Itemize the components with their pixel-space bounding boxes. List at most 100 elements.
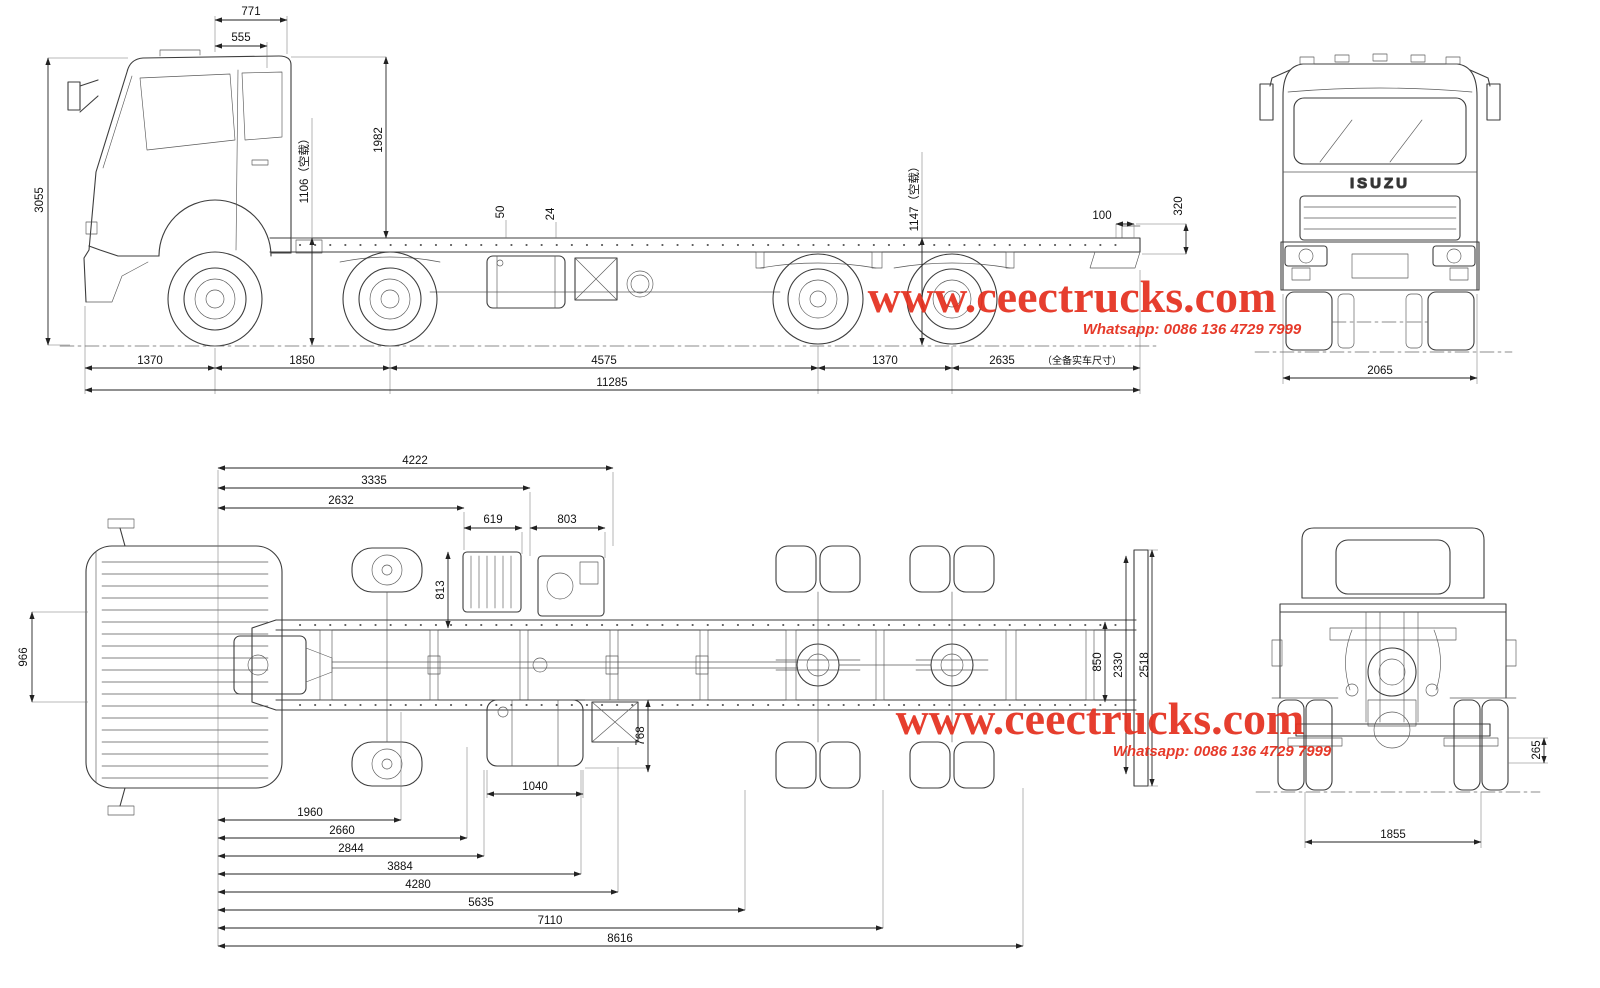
side-view-dimensions: 771 555 3055 1106（空载） 1982 50 24 1147（空载… <box>34 6 1189 394</box>
rear-view-truck <box>1255 527 1541 793</box>
dim-2518: 2518 <box>1139 652 1151 678</box>
front-view: ISUZU 2065 <box>1254 53 1513 384</box>
equipment-box <box>537 555 605 617</box>
cab-door-line <box>235 69 239 251</box>
dim-1147: 1147（空载） <box>907 161 921 232</box>
front-view-truck: ISUZU <box>1254 53 1513 353</box>
cab-side-window <box>139 73 236 151</box>
watermark-site-text: www.ceectrucks.com <box>868 271 1277 322</box>
wipers <box>1319 119 1423 163</box>
dim-1106: 1106（空载） <box>297 133 311 204</box>
front-grille <box>1299 195 1461 241</box>
dim-4280: 4280 <box>405 879 431 891</box>
dim-265: 265 <box>1531 740 1543 759</box>
rear-crossmember <box>1133 549 1149 787</box>
wheel-axle1 <box>167 251 263 347</box>
dim-2065: 2065 <box>1367 365 1393 377</box>
mirror-left <box>1259 83 1274 121</box>
air-tank <box>626 270 654 298</box>
dim-2635-note: （全备实车尺寸） <box>1042 354 1122 367</box>
watermark-bottom: www.ceectrucks.com Whatsapp: 0086 136 47… <box>896 693 1332 760</box>
headlight-right <box>1432 245 1476 267</box>
windshield <box>1293 97 1467 165</box>
fuel-tank-plan <box>486 699 584 767</box>
cab-plan-outline <box>85 545 283 789</box>
mirror-left-arm <box>1269 69 1291 87</box>
rear-window <box>1335 539 1451 595</box>
dim-619: 619 <box>483 514 502 526</box>
cab-door-window <box>241 71 283 141</box>
engine-plan <box>233 635 307 695</box>
dim-3055: 3055 <box>34 187 46 213</box>
front-wheel-arch <box>158 199 272 257</box>
side-view-truck <box>59 49 1161 347</box>
dim-2632: 2632 <box>328 495 354 507</box>
rear-wheels-right <box>1453 699 1509 791</box>
dim-2844: 2844 <box>338 843 364 855</box>
plan-wheels-axle3 <box>775 545 861 789</box>
dim-1370-front: 1370 <box>137 355 163 367</box>
dim-850: 850 <box>1092 652 1104 671</box>
dim-4575: 4575 <box>591 355 617 367</box>
air-cleaner-box <box>462 551 522 613</box>
frame-rails-rear <box>1365 611 1419 723</box>
battery-box-side <box>574 257 618 301</box>
dim-11285: 11285 <box>596 377 627 389</box>
mirror-right-arm <box>1469 69 1491 87</box>
plan-view-truck <box>85 518 1149 816</box>
mirror-plan-top <box>119 527 126 547</box>
side-view: 771 555 3055 1106（空载） 1982 50 24 1147（空载… <box>34 6 1189 394</box>
dim-813: 813 <box>435 580 447 599</box>
dim-1960: 1960 <box>297 807 323 819</box>
dim-2660: 2660 <box>329 825 355 837</box>
side-mirror <box>67 81 81 111</box>
wheel-axle3 <box>772 253 864 345</box>
front-view-dimensions: 2065 <box>1282 294 1478 384</box>
cab-rear-outline <box>1301 527 1485 599</box>
plan-wheels-axle4 <box>909 545 995 789</box>
engine-rear <box>1367 647 1417 697</box>
isuzu-logo-text: ISUZU <box>1350 175 1410 192</box>
door-handle <box>251 159 269 166</box>
rear-view-dimensions: 265 1855 <box>1304 737 1548 848</box>
dim-966: 966 <box>18 647 30 666</box>
dim-555: 555 <box>231 32 250 44</box>
dim-1855: 1855 <box>1380 829 1406 841</box>
dim-24: 24 <box>545 207 557 220</box>
dim-1982: 1982 <box>373 127 385 153</box>
dim-1040: 1040 <box>522 781 548 793</box>
dim-1850: 1850 <box>289 355 315 367</box>
plan-view: 4222 3335 2632 619 803 813 966 768 1040 … <box>18 455 1158 949</box>
plan-wheels-axle2 <box>351 547 423 787</box>
front-bumper <box>1280 241 1480 291</box>
fuel-tank-side <box>486 255 566 309</box>
watermark-site-text: www.ceectrucks.com <box>896 693 1305 744</box>
watermark-whatsapp-text: Whatsapp: 0086 136 4729 7999 <box>1113 743 1332 760</box>
dim-320: 320 <box>1173 196 1185 215</box>
chassis-frame <box>269 237 1141 253</box>
dim-2330: 2330 <box>1113 652 1125 678</box>
cab-front-outline <box>1282 63 1478 291</box>
cab-side-outline <box>83 55 292 303</box>
dim-768: 768 <box>635 726 647 745</box>
watermark-whatsapp-text: Whatsapp: 0086 136 4729 7999 <box>1083 321 1302 338</box>
rear-diff <box>1373 711 1411 749</box>
wheel-axle2 <box>342 251 438 347</box>
dim-1370-rear: 1370 <box>872 355 898 367</box>
driveshaft <box>331 661 799 669</box>
dim-803: 803 <box>557 514 576 526</box>
mirror-right <box>1486 83 1501 121</box>
rear-axle <box>1295 723 1491 737</box>
rear-view: 265 1855 <box>1255 527 1548 848</box>
dim-5635: 5635 <box>468 897 494 909</box>
battery-box-plan <box>591 701 639 743</box>
dim-7110: 7110 <box>538 915 563 927</box>
dim-3335: 3335 <box>361 475 387 487</box>
dim-50: 50 <box>495 206 507 219</box>
front-wheel-left <box>1285 291 1333 351</box>
side-mirror-arm <box>79 79 99 113</box>
plan-view-dimensions: 4222 3335 2632 619 803 813 966 768 1040 … <box>18 455 1158 949</box>
dim-2635: 2635 <box>989 355 1015 367</box>
